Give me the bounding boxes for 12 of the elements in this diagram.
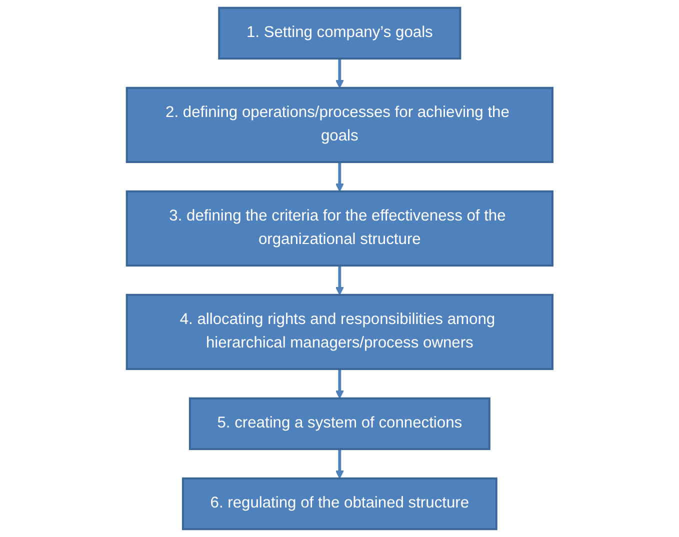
node-box: [126, 86, 554, 164]
node-box: [188, 397, 490, 450]
node-box: [218, 6, 462, 60]
arrow: [335, 162, 344, 192]
flowchart-drawing: 1. Setting company’s goals 2. defining operations/processes for achieving the goals 3. defining the criteria for the effectiveness of the organizational structure 4. allocating rights and responsibilities among hierarchical managers/process owners 5. creating a system of connections 6. regulating of the obtained structure: [118, 0, 560, 537]
node-box: [182, 477, 498, 530]
arrow: [335, 369, 344, 399]
arrow: [335, 58, 344, 88]
node-box: [126, 190, 554, 267]
node-box: [126, 294, 554, 370]
arrow: [335, 266, 344, 296]
arrow: [335, 449, 344, 479]
